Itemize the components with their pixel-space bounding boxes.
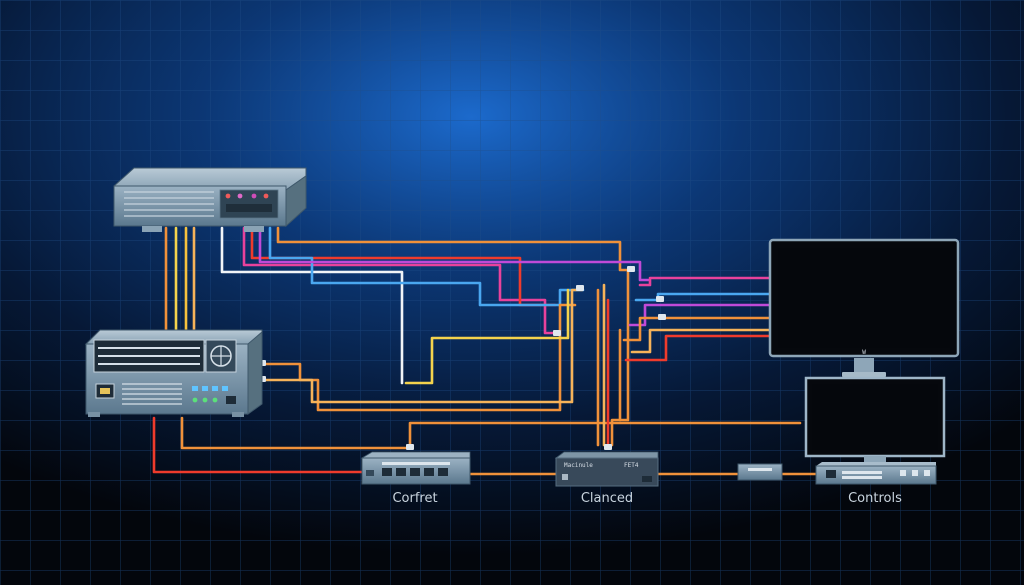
cable-monitor-red — [624, 334, 774, 362]
cable-server-yellow — [404, 288, 570, 385]
second-monitor-screen — [812, 384, 938, 450]
cable-monitor-magenta — [628, 303, 774, 327]
router-vents — [124, 191, 214, 217]
cable-router-blue — [268, 226, 585, 307]
main-monitor: W — [768, 238, 960, 377]
router-led-pink — [237, 193, 243, 199]
server-device — [84, 329, 263, 417]
router-led-magenta — [251, 193, 257, 199]
inline-adapter — [737, 463, 783, 481]
cable-server-red — [152, 416, 364, 474]
cable-router-orange — [276, 226, 630, 447]
main-monitor-screen — [778, 248, 950, 348]
controls-label: Controls — [848, 491, 902, 506]
cable-monitor-orange — [622, 316, 774, 342]
router-led-red — [225, 193, 231, 199]
cables — [152, 226, 818, 476]
switch-center-label: Clanced — [581, 491, 633, 506]
center-switch-brand: Macinule — [564, 462, 593, 469]
center-switch-code: FET4 — [624, 462, 639, 469]
cable-server-orange-2 — [260, 288, 584, 404]
second-monitor — [804, 376, 946, 464]
cable-monitor-pink — [638, 276, 774, 287]
switch-left-device — [360, 451, 471, 485]
switch-center-device: Macinule FET4 — [554, 451, 659, 487]
monitor-badge: W — [862, 349, 866, 356]
router-device — [113, 167, 307, 232]
cable-server-orange-1 — [260, 303, 577, 412]
cable-router-magenta — [258, 226, 650, 282]
router-led-red-2 — [263, 193, 269, 199]
cable-router-pink — [242, 226, 560, 335]
controls-device — [815, 462, 937, 485]
switch-left-label: Corfret — [392, 491, 437, 506]
cable-monitor-yellow — [630, 328, 774, 354]
server-led-green — [192, 397, 198, 403]
